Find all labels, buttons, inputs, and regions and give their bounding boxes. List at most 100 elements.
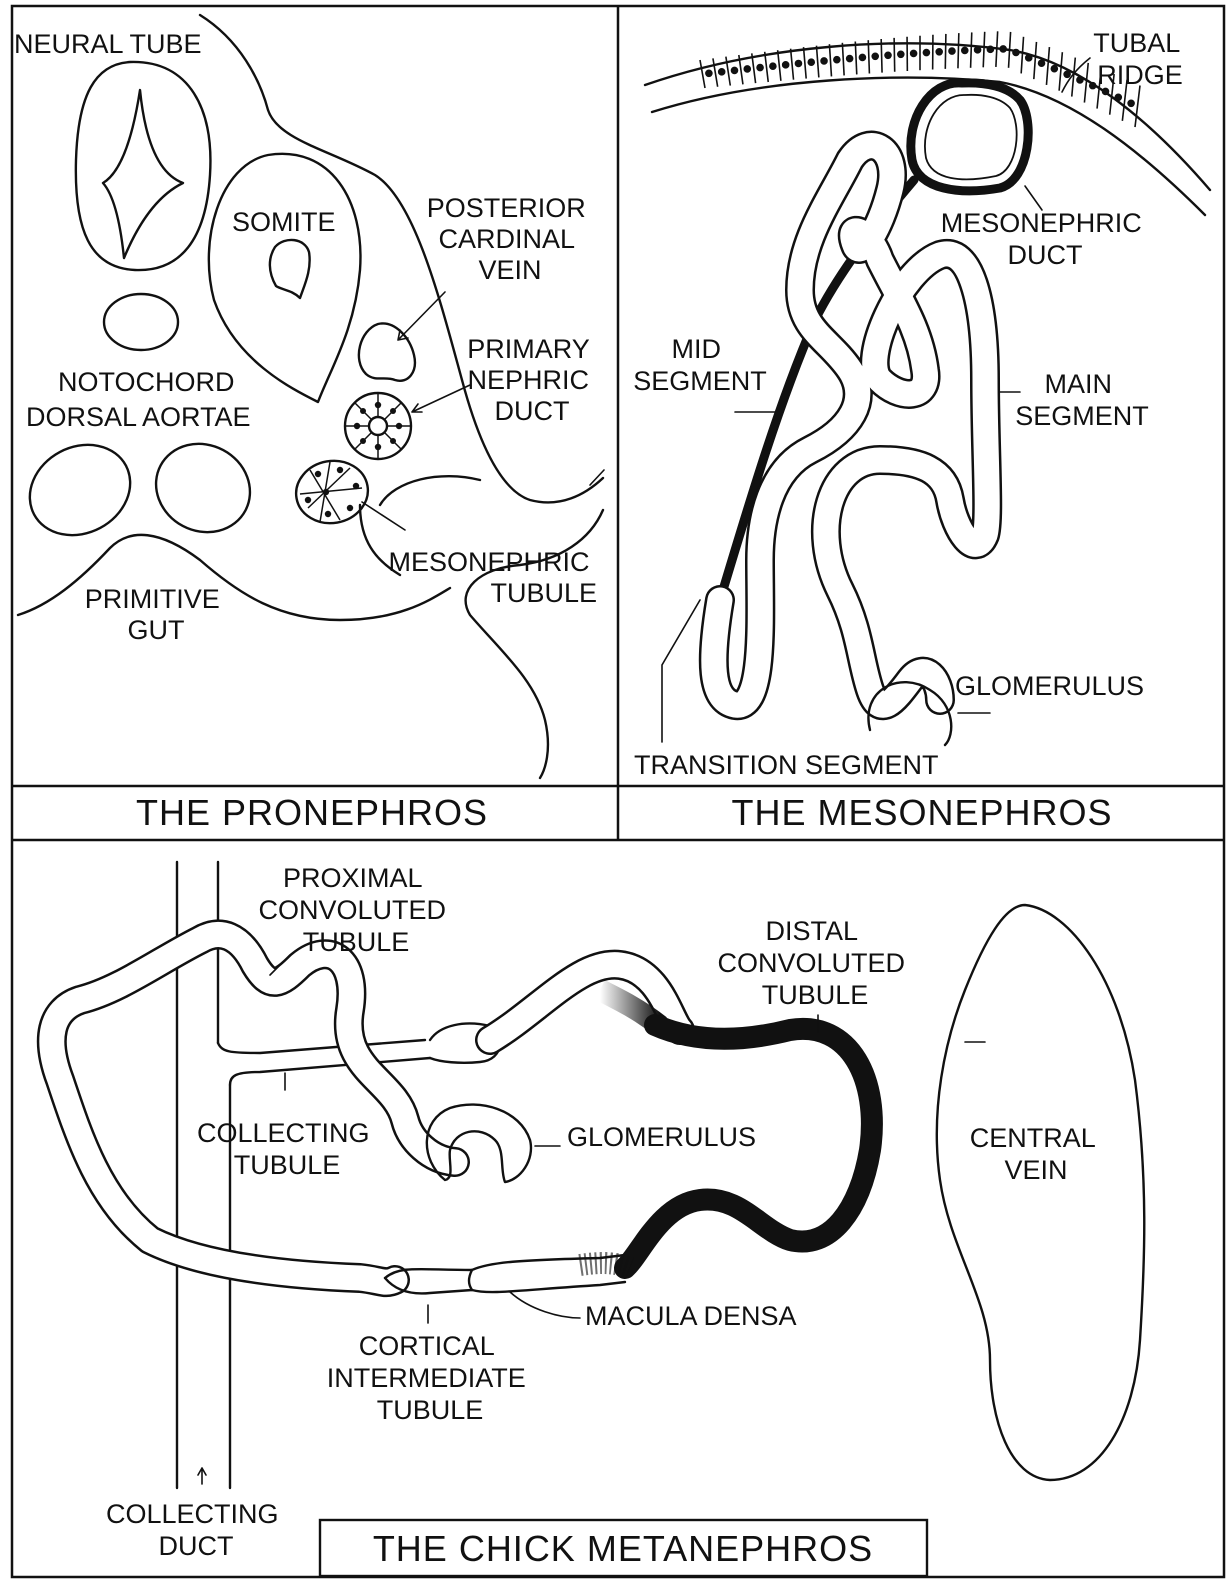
tubal-ridge-cell-nucleus: [1090, 83, 1096, 89]
tubal-ridge-cell-nucleus: [885, 52, 891, 58]
tubal-ridge-cell-wall: [804, 47, 807, 78]
tubal-ridge-cell-wall: [791, 49, 794, 80]
label-tubal-ridge: TUBAL RIDGE: [1093, 28, 1187, 90]
mesonephros-panel: TUBAL RIDGE MESONEPHRIC DUCT MID SEGMENT…: [633, 28, 1210, 833]
tubal-ridge-cell-wall: [1034, 42, 1037, 79]
tubal-ridge-cell-wall: [855, 41, 856, 74]
tubal-ridge-cell-nucleus: [1115, 94, 1121, 100]
tubal-ridge-cell-wall: [842, 43, 844, 76]
tubal-ridge-cell-nucleus: [1000, 46, 1006, 52]
tubal-ridge-cell-nucleus: [1064, 71, 1070, 77]
dorsal-aorta-left: [14, 428, 146, 553]
tubal-ridge-cell-nucleus: [847, 56, 853, 62]
tubal-ridge-cell-nucleus: [962, 47, 968, 53]
tubal-ridge-cell-wall: [894, 38, 895, 72]
label-macula-densa: MACULA DENSA: [585, 1301, 797, 1331]
tubal-ridge-cell-wall: [983, 32, 984, 68]
tubal-ridge-cell-wall: [945, 34, 946, 69]
primary-nephric-duct: [345, 393, 411, 459]
label-central-vein: CENTRAL VEIN: [970, 1123, 1103, 1185]
tubal-ridge-cell-wall: [765, 52, 769, 82]
tubal-ridge-cell-nucleus: [949, 48, 955, 54]
coelom-inner-outline: [380, 476, 480, 505]
label-collecting-duct: COLLECTING DUCT: [106, 1499, 286, 1561]
tubal-ridge-cell-nucleus: [770, 63, 776, 69]
mesonephric-duct-inner: [925, 95, 1017, 180]
tubal-ridge-cell-nucleus: [1128, 100, 1134, 106]
label-notochord: NOTOCHORD: [58, 367, 235, 397]
tubal-ridge-cell-wall: [816, 46, 818, 78]
body-wall-outline: [200, 15, 603, 502]
label-distal-convoluted-tubule: DISTAL CONVOLUTED TUBULE: [717, 916, 912, 1010]
tubal-ridge-cell-nucleus: [859, 54, 865, 60]
label-proximal-convoluted-tubule: PROXIMAL CONVOLUTED TUBULE: [258, 863, 453, 957]
tubal-ridge-cell-wall: [1009, 32, 1011, 68]
tubal-ridge-cell-nucleus: [872, 53, 878, 59]
pointer-nephric-duct: [412, 385, 470, 412]
label-cortical-intermediate-tubule: CORTICAL INTERMEDIATE TUBULE: [327, 1331, 534, 1425]
tubal-ridge-cell-wall: [778, 50, 781, 81]
label-primitive-gut: PRIMITIVE GUT: [85, 584, 228, 645]
tubal-ridge-cell-nucleus: [1013, 49, 1019, 55]
pointer-cardinal-vein: [398, 292, 445, 340]
tubal-ridge-cell-nucleus: [744, 66, 750, 72]
tubal-ridge-cell-wall: [1135, 85, 1140, 127]
tubal-ridge-cell-nucleus: [987, 46, 993, 52]
proximal-convoluted-tubule: [52, 934, 680, 1282]
title-metanephros: THE CHICK METANEPHROS: [373, 1528, 873, 1569]
tubal-ridge-cell-wall: [713, 58, 718, 86]
pointer-macula-densa: [510, 1292, 580, 1318]
label-mid-segment: MID SEGMENT: [633, 334, 767, 396]
label-transition-segment: TRANSITION SEGMENT: [634, 750, 939, 780]
tubal-ridge-cell-wall: [996, 31, 998, 67]
notochord: [104, 294, 178, 350]
label-somite: SOMITE: [232, 207, 336, 237]
tubal-ridge-cell-nucleus: [795, 60, 801, 66]
label-main-segment: MAIN SEGMENT: [1015, 369, 1149, 431]
tubal-ridge-cell-wall: [881, 39, 882, 73]
title-pronephros: THE PRONEPHROS: [136, 792, 488, 833]
dorsal-aorta-right: [140, 427, 265, 548]
tubal-ridge-cell-wall: [1059, 52, 1062, 90]
label-posterior-cardinal-vein: POSTERIOR CARDINAL VEIN: [427, 193, 594, 285]
pointer-mesonephric-tubule: [362, 502, 405, 530]
tubal-ridge-cell-wall: [1072, 58, 1076, 97]
tubal-ridge-cell-nucleus: [1051, 66, 1057, 72]
label-collecting-tubule: COLLECTING TUBULE: [197, 1118, 377, 1180]
tubal-ridge-cell-nucleus: [783, 62, 789, 68]
pronephros-panel: NEURAL TUBE SOMITE POSTERIOR CARDINAL VE…: [14, 15, 604, 833]
tubal-ridge-cell-wall: [829, 44, 831, 76]
pointer-mesonephric-duct: [1025, 186, 1042, 210]
tubal-ridge-cell-nucleus: [1026, 55, 1032, 61]
title-mesonephros: THE MESONEPHROS: [731, 792, 1112, 833]
tubal-ridge-cell-nucleus: [731, 67, 737, 73]
tubal-ridge-cell-nucleus: [911, 50, 917, 56]
tubal-ridge-cell-wall: [958, 33, 959, 68]
label-neural-tube: NEURAL TUBE: [14, 29, 202, 59]
tubal-ridge-cell-nucleus: [821, 58, 827, 64]
gut-outline: [18, 535, 450, 620]
tubal-ridge-cell-wall: [1046, 47, 1049, 85]
tubal-ridge-cell-nucleus: [706, 70, 712, 76]
tubal-ridge-cell-wall: [700, 60, 705, 88]
pointer-transition: [662, 600, 700, 742]
label-dorsal-aortae: DORSAL AORTAE: [26, 402, 251, 432]
somite: [209, 154, 361, 402]
tubal-ridge-cell-nucleus: [808, 59, 814, 65]
tubal-ridge-cell-nucleus: [898, 51, 904, 57]
label-glomerulus-meso: GLOMERULUS: [955, 671, 1144, 701]
neural-tube: [76, 62, 211, 270]
tubal-ridge: [645, 31, 1210, 215]
label-glomerulus-meta: GLOMERULUS: [567, 1122, 756, 1152]
label-primary-nephric-duct: PRIMARY NEPHRIC DUCT: [467, 334, 597, 426]
central-vein: [937, 905, 1144, 1480]
tubal-ridge-cell-nucleus: [834, 57, 840, 63]
tubal-ridge-cell-nucleus: [1077, 77, 1083, 83]
tubal-ridge-cell-nucleus: [936, 49, 942, 55]
tubal-ridge-cell-nucleus: [719, 69, 725, 75]
tubal-ridge-cell-wall: [1084, 63, 1088, 103]
tubal-ridge-cell-nucleus: [923, 50, 929, 56]
tubal-ridge-cell-nucleus: [1039, 60, 1045, 66]
label-mesonephric-tubule: MESONEPHRIC TUBULE: [388, 547, 597, 608]
